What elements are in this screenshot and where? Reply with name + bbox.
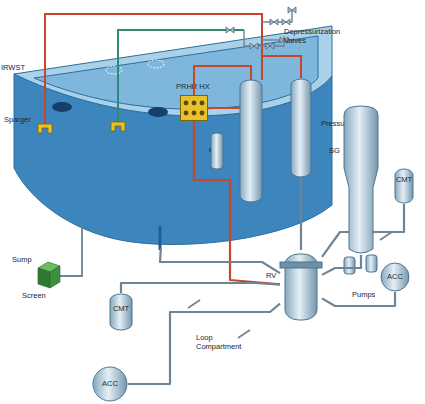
tank-body — [110, 294, 132, 330]
pool-opening — [209, 146, 223, 154]
sump-pipe — [60, 226, 392, 338]
valve-symbol — [288, 7, 296, 13]
sump-box — [38, 262, 60, 288]
accumulator-sphere: ACC — [380, 262, 410, 292]
pool-tank-outline — [0, 20, 335, 248]
node-label: CMT — [109, 305, 133, 314]
pool-opening — [52, 102, 72, 112]
valve-line — [262, 10, 292, 22]
pipe-connector — [322, 255, 361, 275]
heat-exchanger-outline — [180, 95, 208, 121]
reactor-vessel: RV — [280, 250, 322, 322]
sump-pipe — [380, 232, 392, 240]
reactor-vessel-outline — [280, 250, 322, 322]
makeup-tank-outline — [394, 168, 414, 204]
pressurizer-vessel: Pressurizer — [290, 78, 312, 178]
sparger — [38, 122, 125, 133]
tube-dot — [200, 101, 205, 106]
tube-dot — [192, 111, 197, 116]
tall-tank — [211, 80, 262, 202]
part-label: Sparger — [4, 116, 44, 125]
heat-exchanger-body — [181, 96, 208, 121]
tall-tank — [211, 133, 223, 169]
heat-exchanger: PRHR HX — [180, 95, 208, 121]
steam-generator-outline — [343, 105, 379, 255]
red-pipe — [262, 56, 301, 78]
pool-opening — [52, 60, 223, 154]
red-pipe — [45, 14, 301, 124]
pool-drain — [159, 226, 162, 250]
red-pipe — [45, 14, 262, 124]
valve-line — [244, 30, 284, 46]
valve-symbol — [282, 19, 290, 25]
sparger — [111, 122, 125, 131]
pipe-connector — [300, 178, 302, 250]
green-pipe — [118, 30, 244, 122]
node-label: ACC — [380, 273, 410, 282]
pool-opening — [106, 66, 122, 74]
part-label: Pumps — [352, 291, 386, 300]
pipe-connector — [128, 304, 280, 384]
pool-opening — [148, 60, 164, 68]
area-label: Loop Compartment — [196, 334, 248, 351]
accumulator-sphere: ACC — [92, 366, 128, 402]
tube-dot — [184, 101, 189, 106]
sump-pipe — [60, 226, 82, 276]
makeup-tank: CMT — [109, 293, 133, 331]
pump-symbol — [344, 257, 355, 274]
tube-dot — [192, 101, 197, 106]
green-pipe — [118, 30, 244, 122]
pipe-connector — [121, 283, 280, 293]
sphere-body — [93, 367, 127, 401]
valve-symbol — [226, 27, 234, 33]
node-label: ACC — [92, 380, 128, 389]
valve-symbol — [250, 43, 258, 49]
pool-opening — [148, 107, 168, 117]
generator-body — [344, 106, 378, 253]
valve-symbol — [270, 19, 278, 25]
pump-symbol — [344, 255, 377, 274]
pool-drain — [160, 226, 161, 250]
sphere-body — [381, 263, 409, 291]
tank-body — [291, 79, 311, 177]
sump-box — [38, 262, 60, 272]
makeup-tank: CMT — [394, 168, 414, 204]
node-label: CMT — [394, 176, 414, 185]
sump-pipe — [238, 330, 250, 338]
pipe-connector — [160, 248, 280, 273]
vessel-flange — [280, 262, 322, 268]
pipe-connector — [322, 292, 395, 306]
tall-tank — [240, 80, 262, 202]
tank-body — [395, 169, 413, 203]
valve-label: Depressurization Valves — [284, 28, 352, 45]
sump-box — [50, 266, 60, 288]
tube-dot — [184, 111, 189, 116]
sump-box — [38, 268, 50, 288]
node-label: SG — [329, 147, 340, 156]
node-label: RV — [266, 272, 276, 281]
sump-pipe — [188, 300, 200, 308]
red-pipe — [208, 107, 240, 109]
pump-symbol — [366, 255, 377, 272]
node-label: IRWST — [1, 64, 25, 73]
pipe-connector — [194, 121, 280, 284]
tube-dot — [200, 111, 205, 116]
sparger — [38, 124, 52, 133]
red-pipe — [194, 66, 251, 95]
node-label: PRHR HX — [176, 83, 210, 92]
steam-generator: SG — [343, 105, 379, 255]
part-label: Sump — [12, 256, 42, 265]
part-label: Screen — [22, 292, 56, 301]
pool-tank: IRWST PRHR HX — [0, 20, 335, 248]
pool-surface — [34, 36, 318, 109]
pressurizer-vessel-outline — [290, 78, 312, 178]
valve-symbol — [266, 43, 274, 49]
